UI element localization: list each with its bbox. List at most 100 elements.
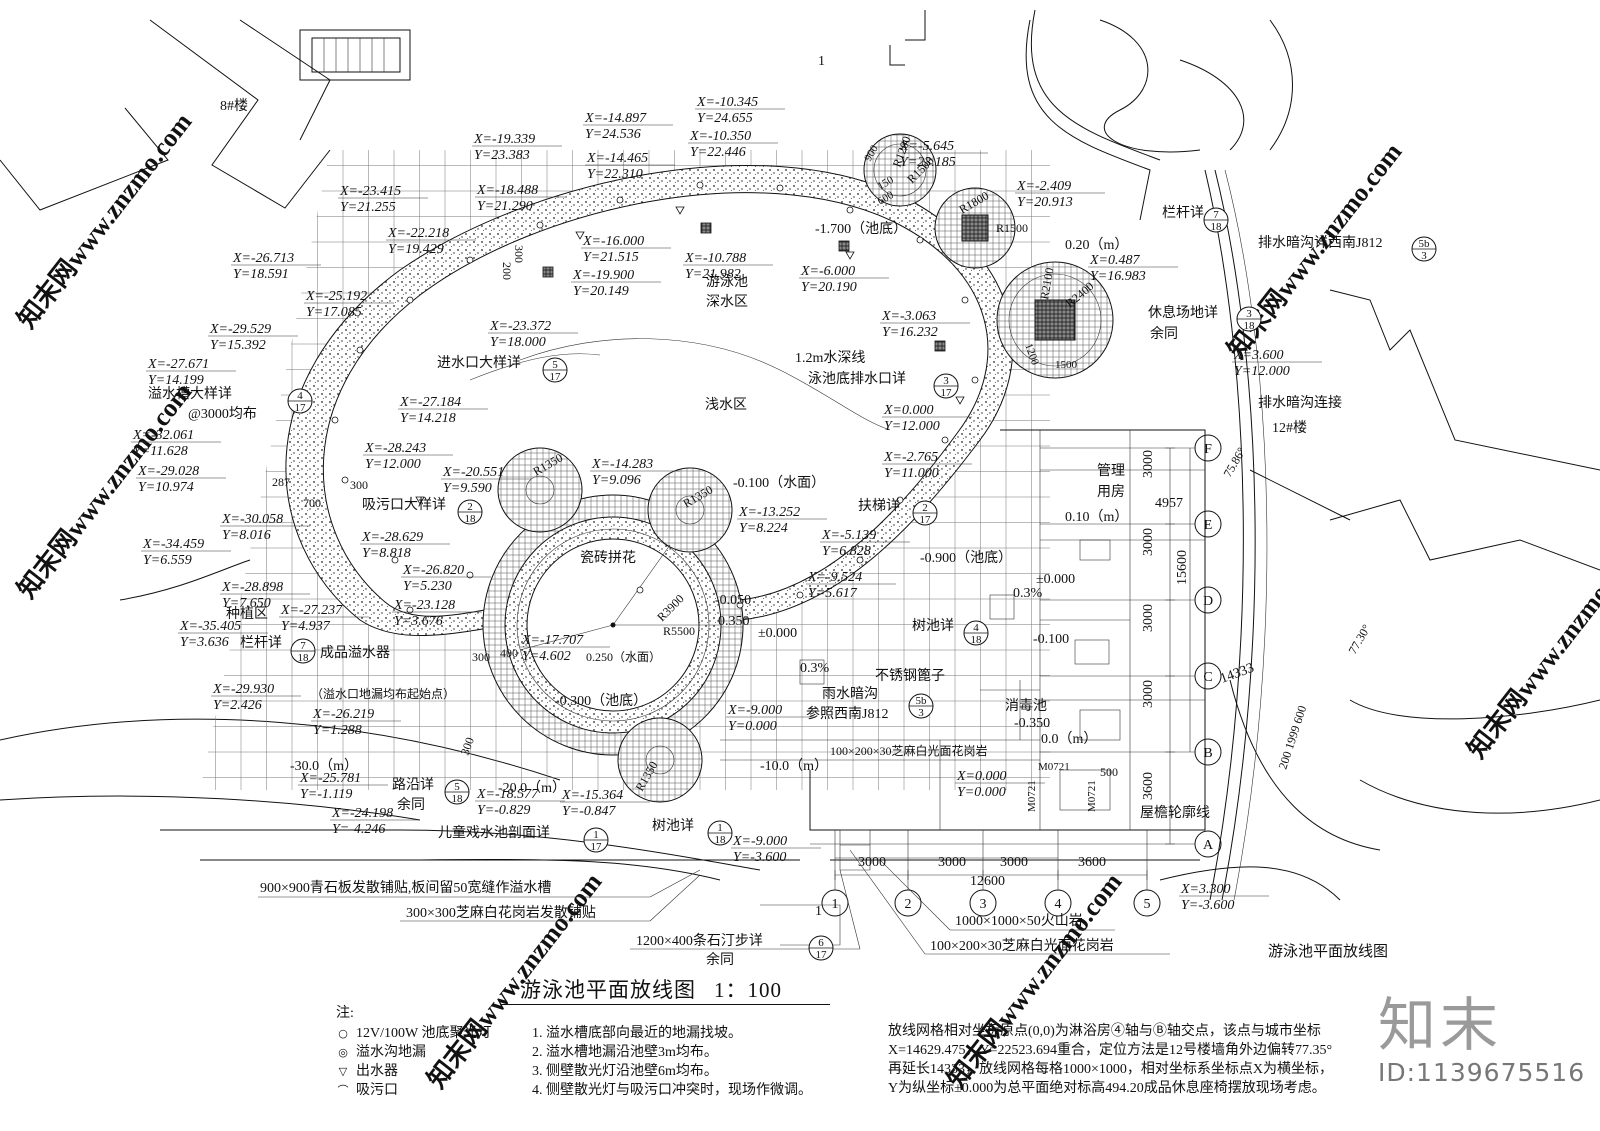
axis-bubble-E: E xyxy=(1194,510,1222,538)
pool-drain-icon xyxy=(700,222,712,234)
building-8-label: 8#楼 xyxy=(220,98,248,114)
floor-drain-icon xyxy=(406,296,414,304)
level-water-surface: -0.100（水面） xyxy=(733,475,825,491)
eave-line-label: 屋檐轮廓线 xyxy=(1140,804,1210,821)
detail-ref-bubble: 518 xyxy=(444,779,470,805)
description-line: Y为纵坐标±0.000为总平面绝对标高494.20成品休息座椅摆放现场考虑。 xyxy=(888,1081,1326,1096)
coordinate-x: X=-19.339 xyxy=(473,132,535,147)
coordinate-y: Y=21.982 xyxy=(685,267,741,282)
coordinate-y: Y=7.650 xyxy=(222,596,271,611)
door-label: M0721 xyxy=(1026,780,1038,812)
ref-number: 5 xyxy=(552,359,558,371)
description-line: 放线网格相对坐标原点(0,0)为淋浴房④轴与Ⓑ轴交点，该点与城市坐标 xyxy=(888,1024,1321,1039)
svg-text:C: C xyxy=(1203,670,1212,685)
coordinate-x: X=-28.898 xyxy=(221,580,283,595)
dim-text: 700 xyxy=(303,496,321,510)
outlet-icon: ▽ xyxy=(338,1065,348,1078)
floor-drain-icon xyxy=(466,571,474,579)
callout-kids-section: 儿童戏水池剖面详 xyxy=(438,824,550,841)
coordinate-y: Y=21.255 xyxy=(340,200,396,215)
callout-overflow-unit: 成品溢水器 xyxy=(320,645,390,661)
coordinate-x: X=-10.345 xyxy=(696,95,758,110)
drawing-title-text: 游泳池平面放线图 xyxy=(520,978,696,1002)
svg-text:D: D xyxy=(1203,594,1213,609)
floor-drain-icon xyxy=(356,346,364,354)
coordinate-x: X=-29.930 xyxy=(212,682,274,697)
dim-text: 300 xyxy=(472,650,490,664)
slope-1: 0.3% xyxy=(1013,586,1043,601)
coordinate-y: Y=0.000 xyxy=(957,785,1006,800)
coordinate-y: Y=-3.600 xyxy=(733,850,786,865)
coordinate-x: X=-32.061 xyxy=(132,428,194,443)
axis-bubble-1: 1 xyxy=(821,889,849,917)
coordinate-y: Y=11.628 xyxy=(133,444,188,459)
coordinate-x: X=-29.028 xyxy=(137,464,199,479)
axis-bubble-D: D xyxy=(1194,586,1222,614)
coordinate-y: Y=-0.847 xyxy=(562,804,616,819)
detail-ref-bubble: 117 xyxy=(583,827,609,853)
note-item: 1. 溢水槽底部向最近的地漏找坡。 xyxy=(532,1026,742,1041)
svg-text:B: B xyxy=(1203,746,1212,761)
coordinate-x: X=-27.184 xyxy=(399,395,461,410)
callout-volcanic: 1000×1000×50火山岩 xyxy=(955,913,1083,929)
coordinate-x: X=-9.000 xyxy=(727,703,782,718)
coordinate-x: X=-5.645 xyxy=(899,139,954,154)
coordinate-y: Y=15.392 xyxy=(210,338,266,353)
coordinate-y: Y=24.536 xyxy=(585,127,641,142)
shallow-zone-label: 浅水区 xyxy=(705,397,747,413)
coordinate-x: X=-35.405 xyxy=(179,619,241,634)
grid-description: 放线网格相对坐标原点(0,0)为淋浴房④轴与Ⓑ轴交点，该点与城市坐标 X=146… xyxy=(888,1022,1388,1098)
detail-ref-bubble: 5b3 xyxy=(908,693,934,719)
coordinate-y: Y=-0.829 xyxy=(477,803,530,818)
floor-drain-icon xyxy=(736,601,744,609)
ref-number: 1 xyxy=(593,829,599,841)
ref-number: 3 xyxy=(943,375,949,387)
callout-railing-b: 栏杆详 xyxy=(240,635,282,651)
outlet-icon xyxy=(415,496,425,505)
ref-sheet: 17 xyxy=(816,949,828,961)
coordinate-x: X=-30.058 xyxy=(221,512,283,527)
coordinate-y: Y=14.199 xyxy=(148,373,204,388)
watermark-text: 知末网www.znzmo.com xyxy=(1462,537,1600,763)
coordinate-labels: X=-14.897Y=24.536X=-10.345Y=24.655X=-19.… xyxy=(131,95,1322,913)
detail-ref-bubble: 718 xyxy=(290,638,316,664)
callout-overflow-2: @3000均布 xyxy=(188,406,257,422)
depth-line xyxy=(519,338,891,431)
level-mgmt-floor: 0.10（m） xyxy=(1065,509,1128,525)
coordinate-y: Y=8.224 xyxy=(739,521,788,536)
detail-ref-bubble: 718 xyxy=(1203,207,1229,233)
dimension-texts: 300 200 287 300 700 300 400 300 900 150 … xyxy=(272,143,1374,889)
dim-text: 500 xyxy=(1100,765,1118,779)
ref-number: 5b xyxy=(1419,238,1431,250)
radius-label: R1500 xyxy=(996,221,1028,235)
section-mark-bottom: 1 xyxy=(815,904,822,919)
ref-number: 7 xyxy=(300,640,306,652)
notes-list: 1. 溢水槽底部向最近的地漏找坡。 2. 溢水槽地漏沿池壁3m均布。 3. 侧壁… xyxy=(532,1024,812,1100)
section-mark-top: 1 xyxy=(818,54,825,69)
coordinate-y: Y=5.230 xyxy=(403,579,452,594)
dim-text: 300 xyxy=(512,245,526,263)
coordinate-y: Y=10.974 xyxy=(138,480,194,495)
coordinate-x: X=-23.415 xyxy=(339,184,401,199)
callout-steel-grate: 不锈钢篦子 xyxy=(875,668,945,684)
detail-ref-bubble: 5b3 xyxy=(1411,236,1437,262)
